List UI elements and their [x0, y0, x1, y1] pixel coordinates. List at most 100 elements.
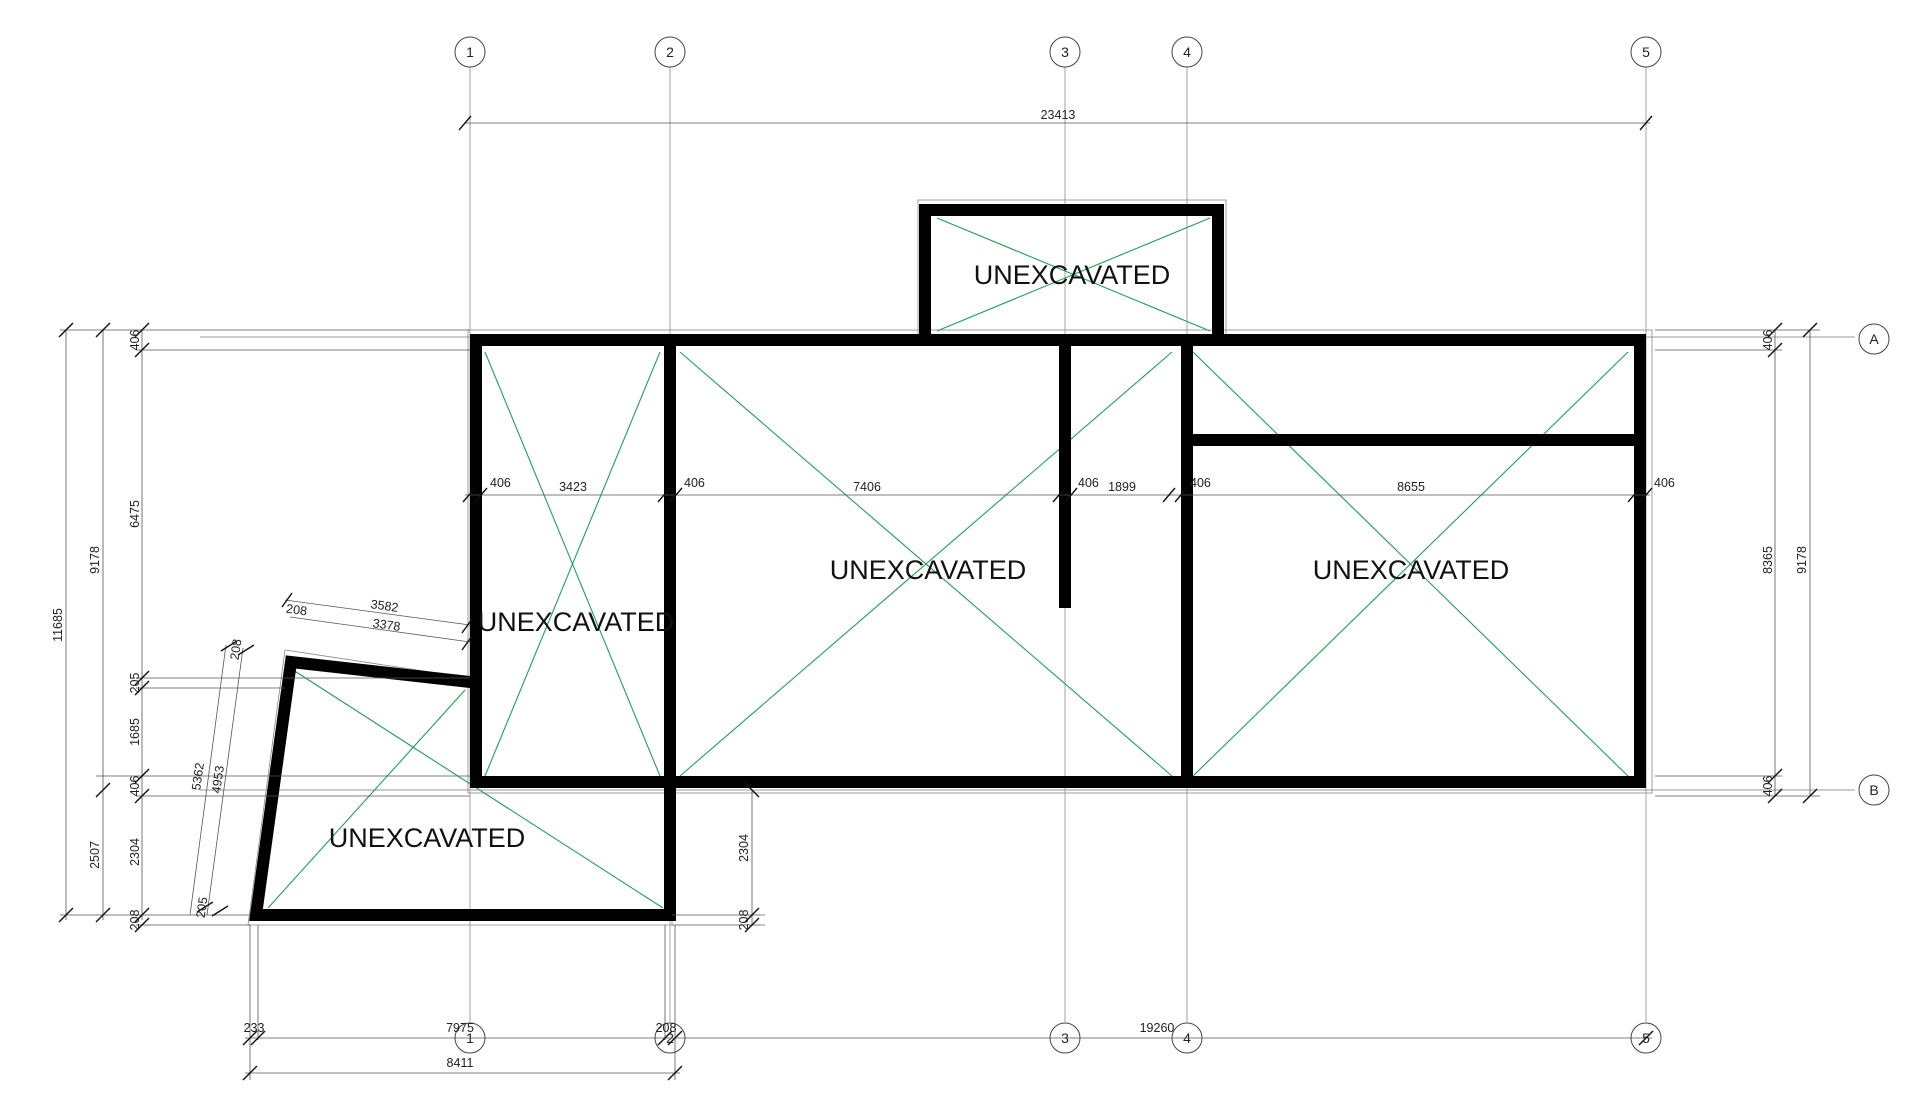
dim-bottom-19260: 19260	[1140, 1021, 1175, 1035]
dim-right-8365: 8365	[1761, 546, 1775, 574]
dim-mid-406-c: 406	[1078, 476, 1099, 490]
dim-tick	[474, 487, 488, 503]
dim-tick	[657, 487, 671, 503]
grid-bubble-B	[1858, 774, 1890, 806]
dim-tick	[669, 487, 683, 503]
dim-line-slant-5362	[189, 644, 227, 916]
dim-line-slant-4953	[206, 647, 244, 916]
dimension-text: 23413 406 3423 406 7406 406 1899 406 865…	[51, 108, 1809, 1070]
dimension-lines	[58, 115, 1820, 1081]
grid-bubble-5	[1630, 36, 1662, 68]
cross-bottom-2	[267, 689, 466, 909]
wall-main-perimeter	[470, 334, 1646, 788]
dim-tick	[134, 788, 150, 804]
dim-tick	[58, 322, 74, 338]
room-label-left: UNEXCAVATED	[478, 607, 675, 637]
dim-tick	[1767, 322, 1783, 338]
dim-tick	[242, 1065, 258, 1081]
dim-left-406-top: 406	[128, 330, 142, 351]
dim-left-406-b: 406	[128, 776, 142, 797]
room-labels: UNEXCAVATED UNEXCAVATED UNEXCAVATED UNEX…	[329, 260, 1510, 853]
dim-mid-406-e: 406	[1654, 476, 1675, 490]
grid-label-B: B	[1869, 782, 1878, 798]
dim-tick	[744, 917, 760, 933]
dim-tick	[95, 322, 111, 338]
dim-tick	[1627, 487, 1641, 503]
dim-slant-205: 205	[194, 896, 211, 919]
wall-top-bump	[919, 204, 1224, 346]
dim-tick	[250, 1030, 266, 1046]
dim-left-208-bot: 208	[128, 910, 142, 931]
cross-right-2	[1192, 351, 1629, 777]
dim-mid-8655: 8655	[1397, 480, 1425, 494]
wall-bottom-left	[249, 655, 676, 921]
dim-bottom-233: 233	[244, 1021, 265, 1035]
dim-slant-208-top: 208	[228, 638, 245, 661]
dim-tick	[1767, 768, 1783, 784]
dim-slant-4953: 4953	[209, 765, 227, 795]
dim-tick	[461, 618, 473, 634]
dim-tick	[134, 322, 150, 338]
room-label-top: UNEXCAVATED	[974, 260, 1171, 290]
dim-tick	[1767, 788, 1783, 804]
dim-mid-406-a: 406	[490, 476, 511, 490]
cross-center-2	[679, 351, 1173, 777]
cross-top-2	[936, 217, 1211, 332]
grid-label-3: 3	[1061, 44, 1069, 60]
dim-tick	[281, 592, 293, 608]
room-label-bottom-left: UNEXCAVATED	[329, 823, 526, 853]
cross-left-2	[484, 351, 661, 777]
dim-mid-3423: 3423	[559, 480, 587, 494]
dim-right-406-top: 406	[1761, 330, 1775, 351]
footing-main-outline	[467, 329, 1653, 794]
dim-tick	[95, 907, 111, 923]
dim-tick	[458, 115, 472, 131]
dim-left-2304: 2304	[128, 838, 142, 866]
dim-tick	[462, 487, 476, 503]
dim-tick	[657, 1030, 673, 1046]
dim-tick	[1802, 322, 1818, 338]
dim-tick	[1052, 487, 1066, 503]
dim-center-208: 208	[737, 910, 751, 931]
dim-tick	[1638, 1030, 1654, 1046]
dim-tick	[667, 1030, 683, 1046]
grid-bubble-A	[1858, 323, 1890, 355]
grid-bubble-4	[1171, 36, 1203, 68]
dim-tick	[134, 907, 150, 923]
dim-tick	[58, 907, 74, 923]
dim-left-2507: 2507	[88, 841, 102, 869]
dim-tick	[211, 905, 229, 917]
dim-bottom-208: 208	[656, 1021, 677, 1035]
grid-label-1: 1	[466, 44, 474, 60]
walls	[249, 204, 1646, 921]
grid-label-5: 5	[1642, 44, 1650, 60]
dim-tick	[744, 782, 760, 798]
grid-bubble-2	[654, 36, 686, 68]
grid-bubble-3	[1049, 36, 1081, 68]
dim-tick	[1639, 115, 1653, 131]
room-label-center: UNEXCAVATED	[830, 555, 1027, 585]
dim-tick	[1802, 788, 1818, 804]
dim-left-205: 205	[128, 673, 142, 694]
dim-tick	[1162, 487, 1176, 503]
dim-tick	[237, 644, 255, 656]
dim-bottom-7975: 7975	[446, 1021, 474, 1035]
dim-tick	[744, 907, 760, 923]
dim-right-9178: 9178	[1795, 546, 1809, 574]
grid-bubble-1	[454, 36, 486, 68]
dim-top-slant-3378: 3378	[372, 616, 402, 634]
dim-tick	[95, 782, 111, 798]
dim-tick	[1064, 487, 1078, 503]
grid-label-A: A	[1869, 331, 1879, 347]
dim-left-9178: 9178	[88, 546, 102, 574]
room-label-right: UNEXCAVATED	[1313, 555, 1510, 585]
dim-line-slant-3378	[289, 616, 471, 643]
dim-left-6475: 6475	[128, 500, 142, 528]
dim-slant-5362: 5362	[189, 762, 207, 792]
dim-mid-1899: 1899	[1108, 480, 1136, 494]
dim-mid-406-b: 406	[684, 476, 705, 490]
dim-tick	[134, 342, 150, 358]
dim-overall-top: 23413	[1041, 108, 1076, 122]
dim-tick	[1639, 487, 1653, 503]
